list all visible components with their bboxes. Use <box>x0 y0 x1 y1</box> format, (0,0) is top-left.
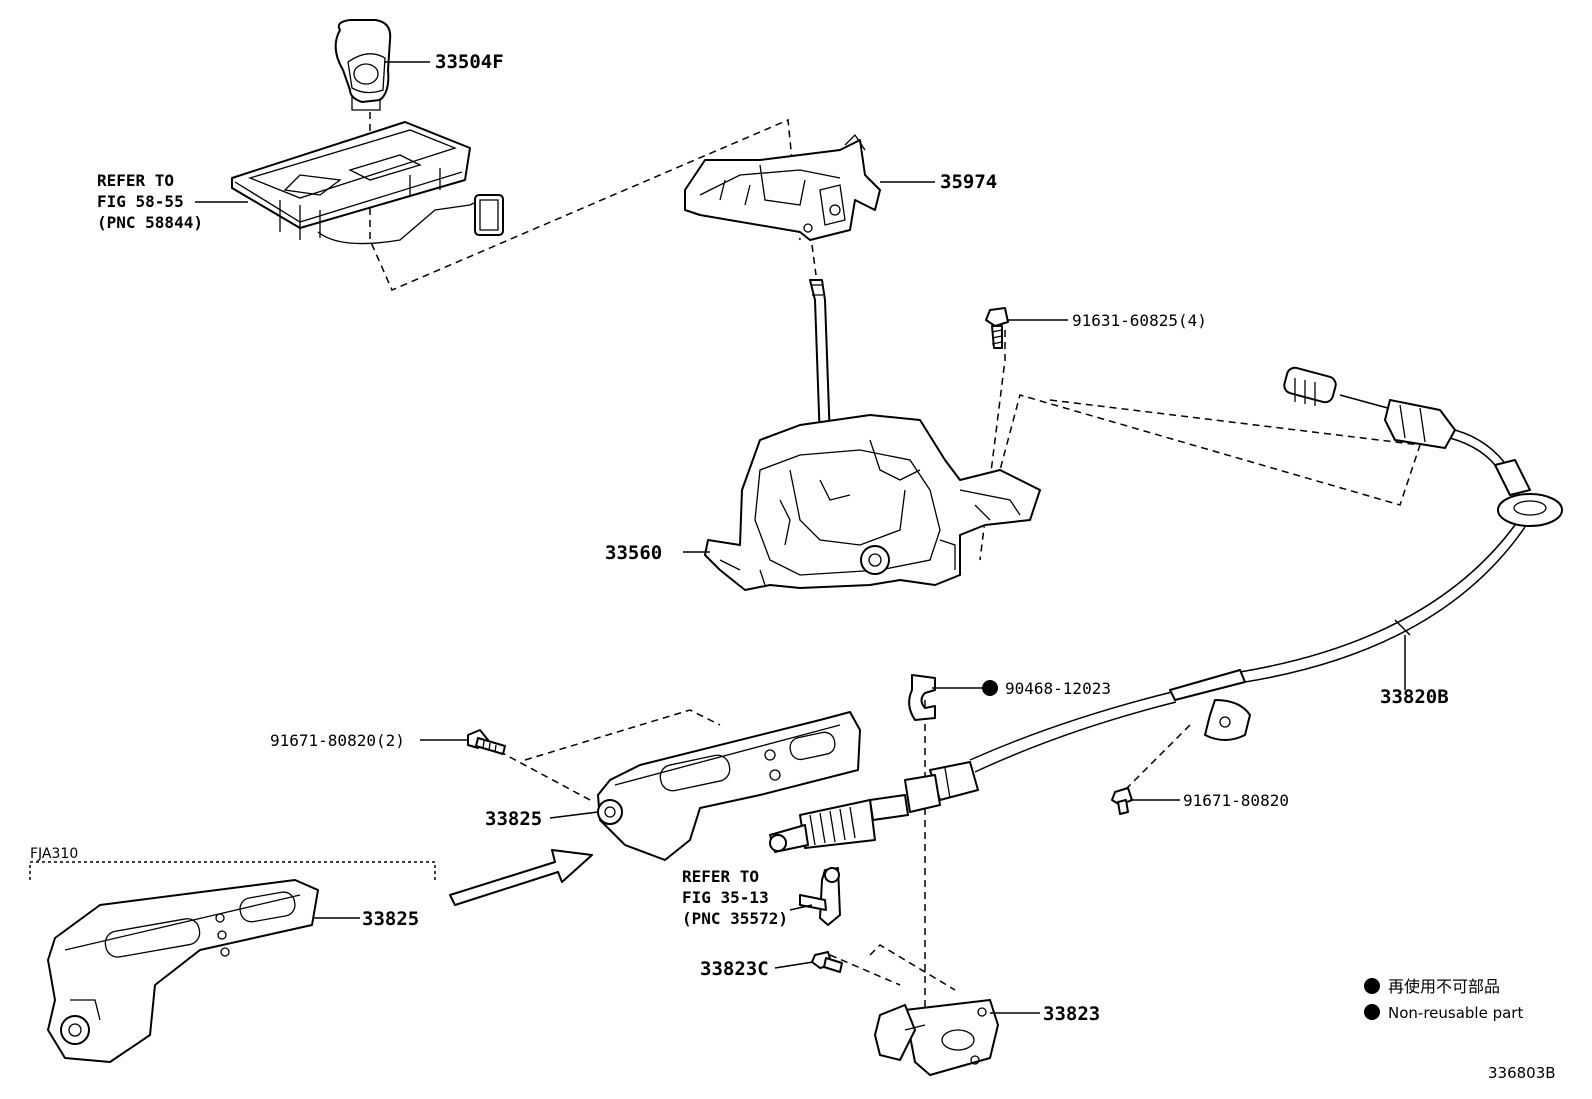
ref-top-line1: REFER TO <box>97 171 174 190</box>
clip-part <box>908 674 936 721</box>
label-33825-main: 33825 <box>485 808 542 830</box>
label-clip: 90468-12023 <box>1005 679 1111 698</box>
non-reusable-dot-icon <box>982 680 998 696</box>
cable-bracket-33823-part <box>874 999 999 1076</box>
leader-lines <box>195 61 1411 1014</box>
label-bolt-cable: 91671-80820 <box>1183 791 1289 810</box>
shift-indicator-panel <box>231 121 504 245</box>
legend-en: Non-reusable part <box>1388 1004 1523 1022</box>
label-33823: 33823 <box>1043 1003 1100 1025</box>
direction-arrow <box>449 849 593 906</box>
legend-jp: 再使用不可部品 <box>1388 977 1500 996</box>
bolt-top-part <box>985 307 1009 349</box>
label-variant: FJA310 <box>30 846 78 862</box>
bracket-33825-alt-part <box>47 879 319 1063</box>
bolt-bracket-part <box>467 729 506 755</box>
legend-dot-icon <box>1364 1004 1380 1020</box>
ref-mid-line1: REFER TO <box>682 867 759 886</box>
bracket-33825-main-part <box>597 711 861 861</box>
label-bolt-top: 91631-60825(4) <box>1072 311 1207 330</box>
bolt-cable-part <box>1111 787 1133 815</box>
ref-top-line2: FIG 58-55 <box>97 192 184 211</box>
link-35572-part <box>799 867 841 926</box>
label-bolt-bracket: 91671-80820(2) <box>270 731 405 750</box>
legend: 再使用不可部品 Non-reusable part <box>1364 977 1523 1022</box>
ref-mid-line3: (PNC 35572) <box>682 909 788 928</box>
diagram-id: 336803B <box>1488 1064 1556 1082</box>
variant-bracket <box>29 861 436 880</box>
ref-mid-line2: FIG 35-13 <box>682 888 769 907</box>
label-33823c: 33823C <box>700 958 769 980</box>
shift-lever-assy-part <box>704 279 1041 591</box>
ref-top-line3: (PNC 58844) <box>97 213 203 232</box>
bolt-lower-part <box>811 951 843 973</box>
shift-knob-part <box>334 19 392 111</box>
label-33825-alt: 33825 <box>362 908 419 930</box>
label-35974: 35974 <box>940 171 997 193</box>
housing-35974-part <box>684 133 881 241</box>
label-33504f: 33504F <box>435 51 504 73</box>
legend-dot-icon <box>1364 978 1380 994</box>
label-33820b: 33820B <box>1380 686 1449 708</box>
cable-33820b-part <box>769 366 1563 853</box>
label-33560: 33560 <box>605 542 662 564</box>
